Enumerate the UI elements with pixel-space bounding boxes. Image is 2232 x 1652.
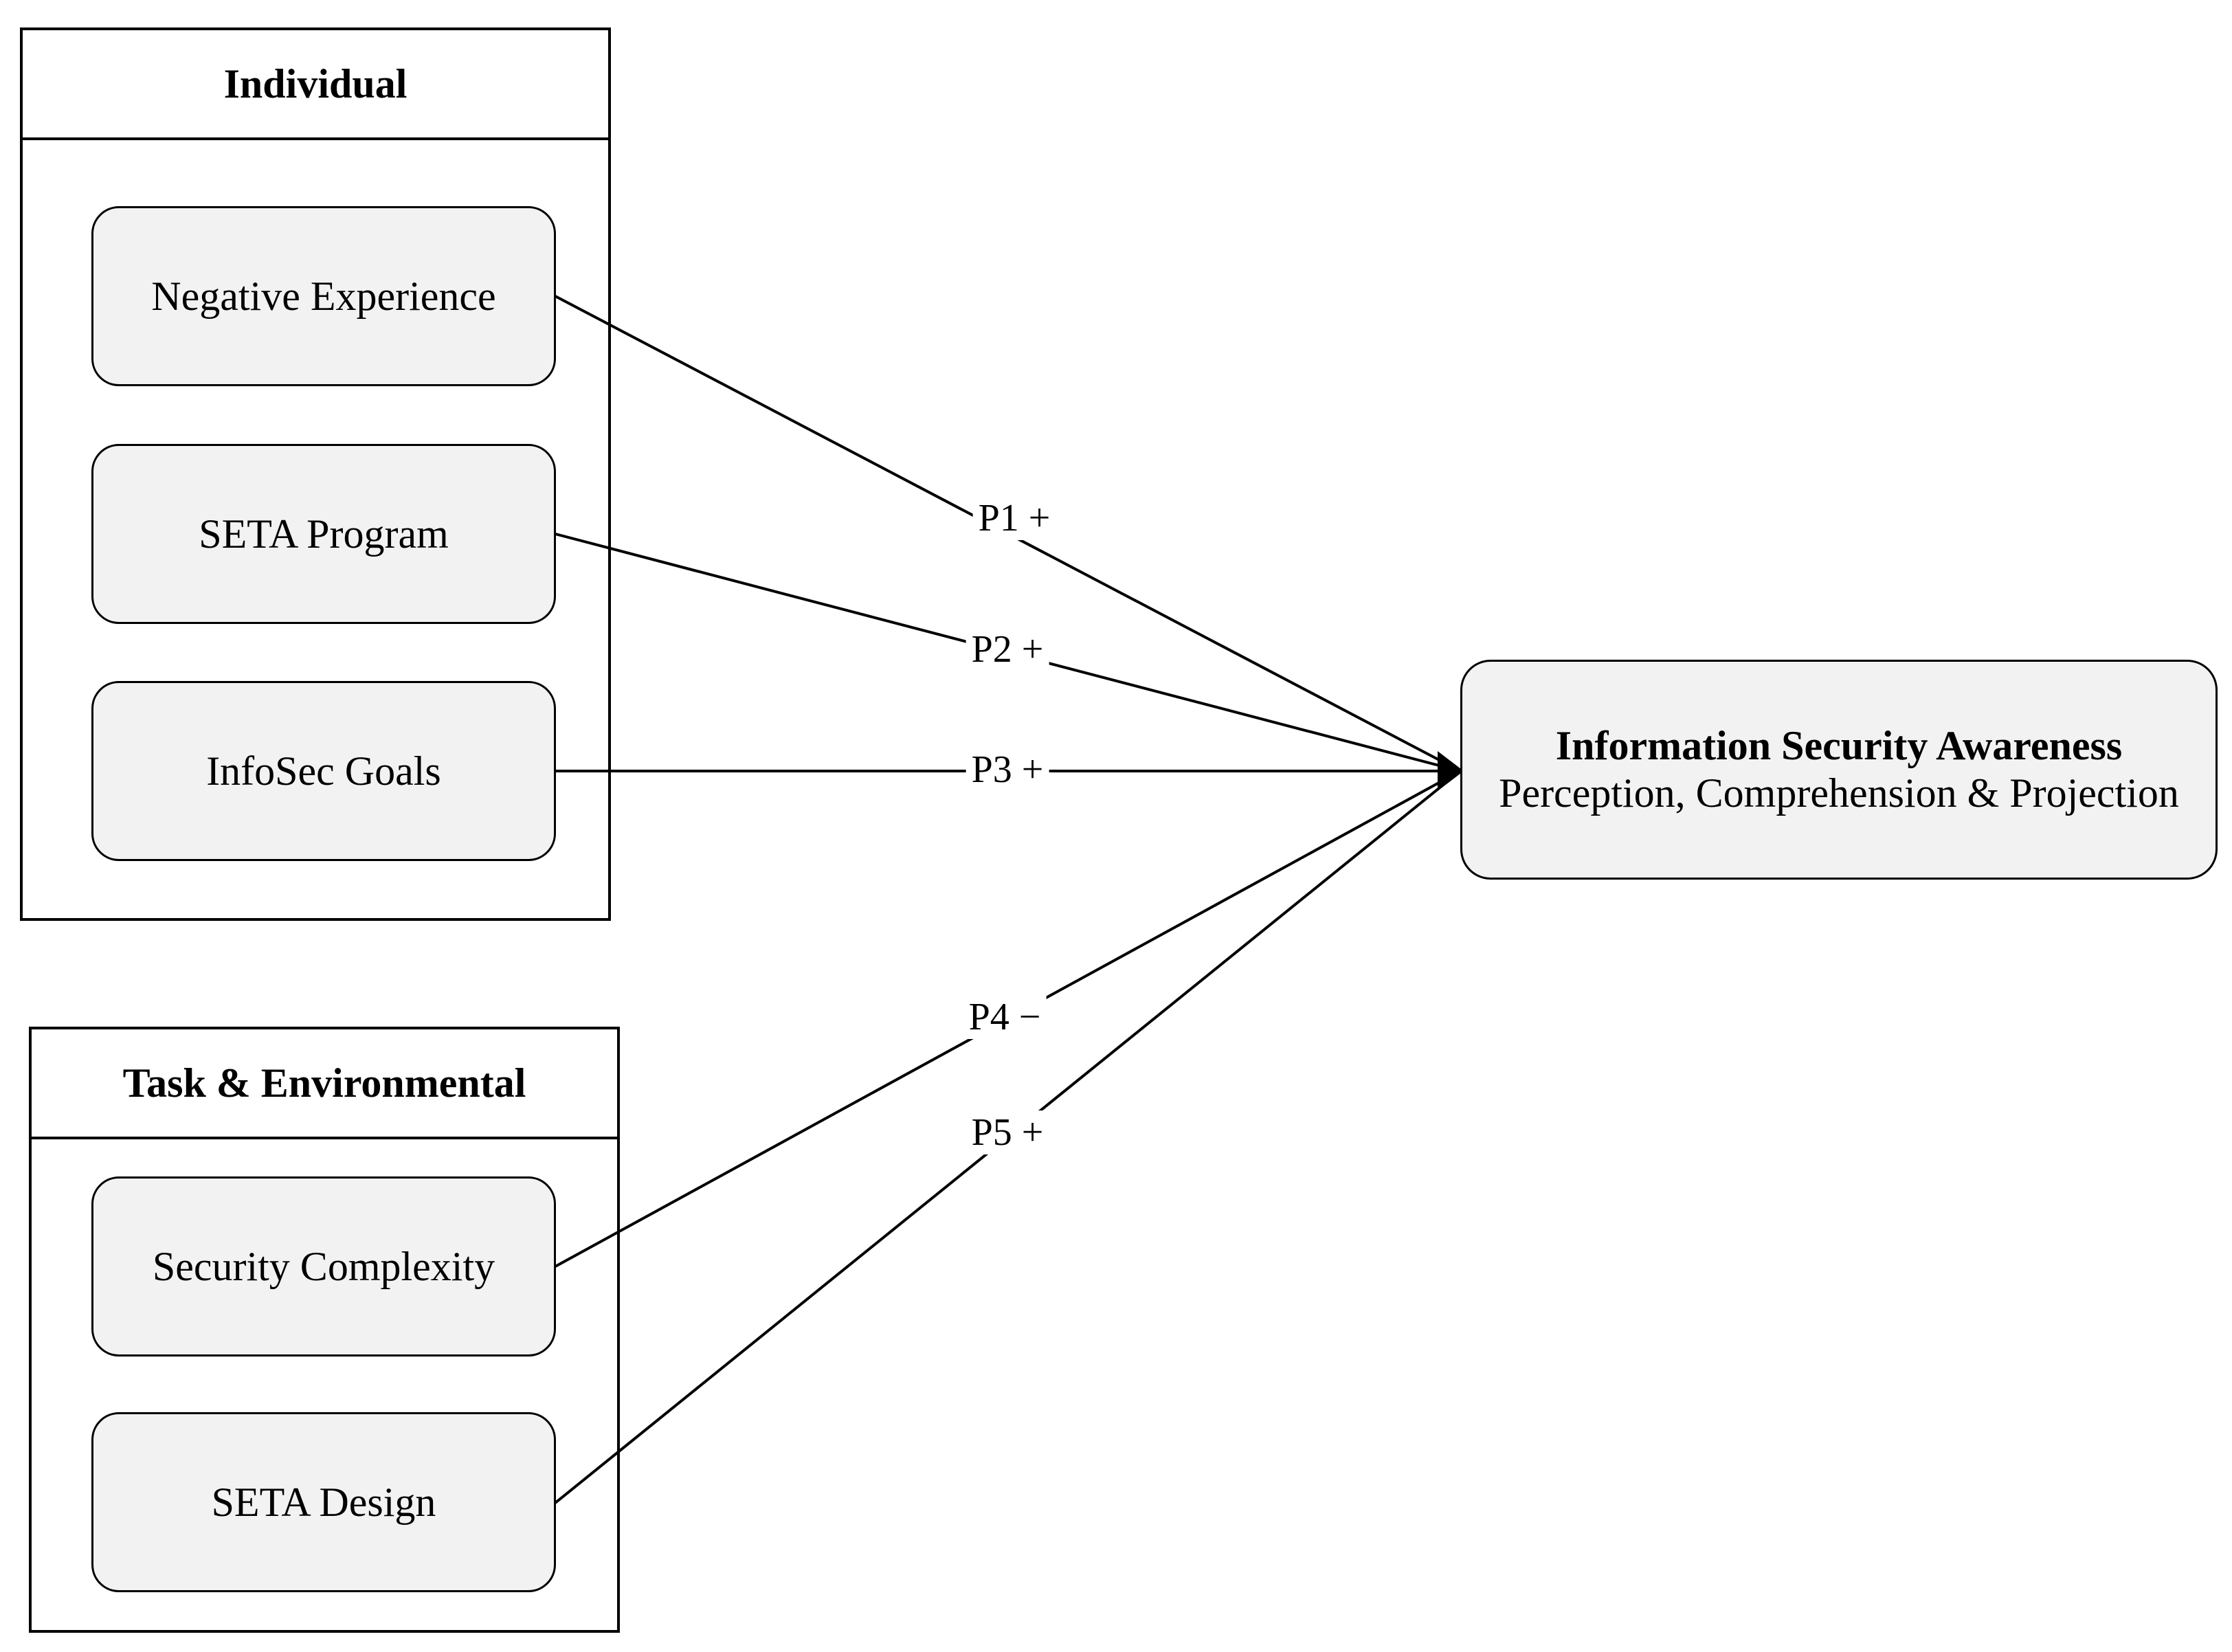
edge-label-p1: P1 + — [972, 496, 1056, 540]
edge-label-p4: P4 − — [963, 995, 1047, 1039]
arrowhead-icon — [1438, 751, 1464, 791]
node-information-security-awareness: Information Security Awareness Perceptio… — [1460, 660, 2218, 880]
group-task-environmental-title: Task & Environmental — [32, 1029, 617, 1139]
node-security-complexity: Security Complexity — [91, 1176, 556, 1357]
edge-label-p3: P3 + — [966, 748, 1049, 792]
edge-label-p5: P5 + — [966, 1110, 1049, 1154]
node-seta-design: SETA Design — [91, 1412, 556, 1592]
node-negative-experience: Negative Experience — [91, 206, 556, 386]
group-individual-title: Individual — [23, 30, 608, 140]
outcome-title: Information Security Awareness — [1555, 723, 2123, 768]
node-seta-program: SETA Program — [91, 444, 556, 624]
outcome-subtitle: Perception, Comprehension & Projection — [1499, 770, 2179, 816]
node-infosec-goals: InfoSec Goals — [91, 681, 556, 861]
edge-label-p2: P2 + — [966, 627, 1049, 671]
